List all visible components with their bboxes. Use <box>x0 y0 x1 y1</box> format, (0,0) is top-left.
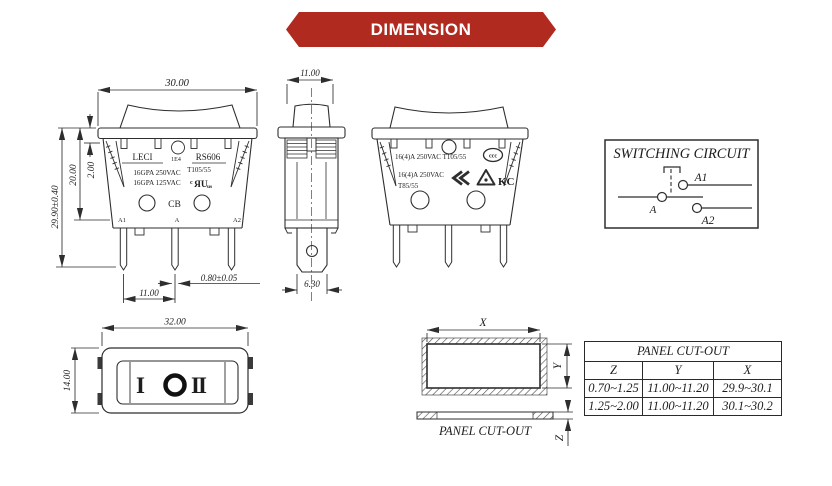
dim-width-label: 30.00 <box>164 78 189 89</box>
table-cell: 0.70~1.25 <box>584 379 643 398</box>
cb-mark-label: CB <box>168 200 181 210</box>
mounting-flange <box>97 127 258 140</box>
front-view-drawing: 30.00 29.90±0.40 20.00 2.00 LECI 1E4 <box>51 78 260 303</box>
table-header-y: Y <box>642 361 714 380</box>
svg-text:ccc: ccc <box>489 154 497 160</box>
svg-text:us: us <box>207 184 212 190</box>
table-cell: 30.1~30.2 <box>713 397 782 416</box>
dim-topview-width-label: 32.00 <box>163 318 186 328</box>
table-cell: 11.00~11.20 <box>642 397 714 416</box>
terminal-a1-label: A1 <box>118 217 126 224</box>
rating1-label: 16(4)A 250VAC T105/55 <box>395 153 467 161</box>
circuit-terminal-a: A <box>649 204 657 216</box>
dim-pin-thickness-label: 0.80±0.05 <box>201 273 238 283</box>
table-cell: 1.25~2.00 <box>584 397 643 416</box>
table-header-x: X <box>713 361 782 380</box>
actuator-hole-right <box>193 194 211 212</box>
terminal-a2-label: A2 <box>233 217 241 224</box>
banner-label: DIMENSION <box>370 19 472 39</box>
temp1-label: T105/55 <box>187 166 211 174</box>
triangle-cert-icon <box>476 169 496 186</box>
table-row: 1.25~2.00 11.00~11.20 30.1~30.2 <box>584 397 782 416</box>
top-view-drawing: 32.00 14.00 I II <box>63 318 253 414</box>
dim-terminal-width-label: 6.30 <box>304 279 320 289</box>
side-view-drawing: 11.00 6.30 <box>277 68 346 302</box>
switching-circuit-diagram: SWITCHING CIRCUIT A A1 A2 <box>604 139 759 229</box>
svg-text:c: c <box>190 180 193 186</box>
table-header-row: Z Y X <box>584 361 782 380</box>
cutout-y-label: Y <box>552 361 564 369</box>
snap-tab <box>247 357 253 369</box>
position-on2-label: II <box>191 373 207 398</box>
circuit-terminal-a2: A2 <box>701 215 715 227</box>
actuator-symbol <box>663 166 681 173</box>
dimension-banner: DIMENSION <box>286 12 556 47</box>
actuator-hole-left <box>138 194 156 212</box>
model-label: RS606 <box>196 152 221 162</box>
snap-tab <box>97 393 103 405</box>
position-on-label: I <box>136 373 145 398</box>
table-cell: 29.9~30.1 <box>713 379 782 398</box>
panel-cutout-drawing: X Y Z PANEL CUT-OUT <box>416 317 573 446</box>
dim-sideview-width-label: 11.00 <box>300 68 320 78</box>
table-title: PANEL CUT-OUT <box>584 341 782 362</box>
svg-text:ЯU: ЯU <box>194 180 208 190</box>
kc-mark-icon: KC <box>498 176 515 188</box>
snap-tab <box>247 393 253 405</box>
table-cell: 11.00~11.20 <box>642 379 714 398</box>
snap-tab <box>97 357 103 369</box>
dim-flange-label: 2.00 <box>87 161 97 178</box>
ccc-mark-icon: ccc <box>482 147 504 163</box>
cutout-caption: PANEL CUT-OUT <box>438 424 532 438</box>
table-row: 0.70~1.25 11.00~11.20 29.9~30.1 <box>584 379 782 398</box>
table-header-z: Z <box>584 361 643 380</box>
cutout-x-label: X <box>478 317 487 329</box>
ul-recognized-icon: c ЯU us <box>190 180 212 190</box>
rating1-label: 16GPA 250VAC <box>133 169 181 177</box>
rocker-outline <box>119 104 241 129</box>
rating2-label: 16GPA 125VAC <box>133 179 181 187</box>
front-view-2-drawing: 16(4)A 250VAC T105/55 ccc 16(4)A 250VAC … <box>371 106 529 268</box>
dim-body-height-label: 20.00 <box>69 164 79 186</box>
table-title-row: PANEL CUT-OUT <box>584 341 782 362</box>
terminal-a-label: A <box>175 217 180 224</box>
panel-cutout-table: PANEL CUT-OUT Z Y X 0.70~1.25 11.00~11.2… <box>584 341 783 416</box>
rating2-label: 16(4)A 250VAC <box>398 171 444 179</box>
circuit-terminal-a1: A1 <box>694 172 708 184</box>
brand-label: LECI <box>133 152 153 162</box>
cert-file-label: 1E4 <box>171 157 181 163</box>
circuit-title: SWITCHING CIRCUIT <box>614 146 751 162</box>
cqc-mark-icon <box>451 170 470 186</box>
dim-pin-spacing-label: 11.00 <box>139 288 159 298</box>
dim-topview-height-label: 14.00 <box>63 370 73 392</box>
cutout-z-label: Z <box>554 434 566 441</box>
dim-total-height-label: 29.90±0.40 <box>51 185 61 228</box>
temp2-label: T85/55 <box>398 182 419 190</box>
position-off-icon <box>163 373 187 397</box>
